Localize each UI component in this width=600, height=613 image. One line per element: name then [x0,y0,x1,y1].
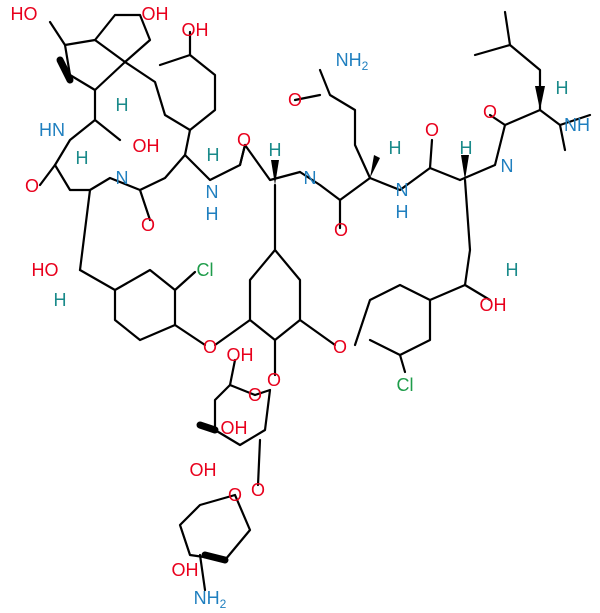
label-h-stereo-5: H [389,138,402,158]
stereo-wedge-layer [271,86,545,185]
label-nh-6: N [501,156,514,176]
left-chlorophenyl-ring [78,268,177,342]
stereo-wedge-glutamine [370,155,380,178]
label-o-ether-left: O [203,337,217,357]
atom-label-layer: HO OH OH HN H OH O H N O H N H O H N O N… [11,4,591,611]
sugar-2-ring [178,493,252,562]
label-nh-3: N [206,182,219,202]
label-cl-right: Cl [397,375,414,395]
cl-left-bond [173,270,197,292]
label-nh-5: N [396,180,409,200]
amide-co-6 [488,113,507,127]
label-h-stereo-3: H [207,145,220,165]
resorcinol-ring-lower-bonds [63,43,127,92]
label-h-stereo-1: H [116,95,129,115]
label-oh-top-ring: OH [182,20,209,40]
label-nh2-bottom: NH2 [194,588,227,611]
sugar-1-ring [213,383,272,447]
sugar-link-bond [256,438,262,487]
label-h-stereo-4: H [269,140,282,160]
resorcinol-bold-bond [56,56,74,84]
label-oh-acid: OH [133,136,160,156]
label-nh-methyl-h: H [577,115,590,135]
label-nh2-bottom-sub: 2 [220,597,227,611]
label-nh-2: N [116,168,129,188]
glutamine-side-chain [318,68,372,180]
sugar-1-ch2 [228,358,237,387]
label-o-amide-3: O [237,130,251,150]
ether-left-2 [213,318,252,347]
central-aryl-ring [248,183,302,342]
benzylic-chain-left [78,188,92,272]
label-h-benzylic-left: H [54,290,67,310]
benzylic-chain-right [428,178,472,302]
stereo-wedge-central [271,160,279,185]
label-o-amide-left: O [25,176,39,196]
leucine-backbone [458,108,592,182]
label-amine-top-main: NH [336,50,362,70]
label-o-ether-right: O [333,337,347,357]
label-o-amide-2: O [141,215,155,235]
label-nh-methyl: NH [564,115,590,135]
label-oh-sugar2: OH [172,560,199,580]
label-h-stereo-6: H [460,138,473,158]
label-oh-benzylic-right: OH [480,295,507,315]
leucine-side-chain [503,10,542,112]
label-o-amide-6: O [483,102,497,122]
label-o-amide-5: O [425,120,439,140]
ether-left-1 [173,323,207,347]
resorcinol-ring-bonds [48,13,152,64]
isobutyl-branch [473,43,512,57]
n-methyl-bond [558,123,567,152]
right-chlorophenyl-ring [353,283,432,357]
label-o-sugar-ring: O [248,385,262,405]
label-nh2-bottom-main: NH [194,588,220,608]
label-nh-3-h: H [206,204,219,224]
sugar-2-bold-bond [201,551,229,564]
label-h-stereo-7: H [556,78,569,98]
label-nh-macro-1: HN [39,120,65,140]
acid-bond [93,118,122,142]
label-o-sugar2-ring: O [228,485,242,505]
label-nh-5-h: H [396,202,409,222]
label-oh-sugar-2: OH [190,460,217,480]
ether-right-1 [298,318,337,347]
label-nh-methyl-n: N [564,115,577,135]
label-amine-top-sub: 2 [362,59,369,73]
label-oh-top-left: HO [11,4,38,24]
label-h-stereo-2: H [76,148,89,168]
label-ho-benzylic-left: HO [32,260,59,280]
label-cl-left: Cl [197,260,214,280]
label-o-glycoside: O [267,370,281,390]
center-chain-2 [298,166,462,202]
label-o-sugar-link: O [251,480,265,500]
sugar-1-bold-bond [196,421,219,434]
label-oh-sugar-1: OH [221,418,248,438]
sugar-2-amine [198,553,207,592]
label-h-benzylic-right: H [506,260,519,280]
label-nh-4: N [304,168,317,188]
stereo-wedge-leucine [535,86,545,110]
label-oh-top-mid: OH [142,4,169,24]
amide-co-5 [428,138,434,170]
stereo-wedge-right [461,155,469,180]
label-o-carbonyl-top: O [288,90,302,110]
label-amine-top: NH2 [336,50,369,73]
glutamine-co [293,93,322,102]
amide-co-2 [138,188,152,222]
label-oh-sugar-ch2: OH [227,345,254,365]
label-o-amide-4: O [334,220,348,240]
center-chain-1 [183,143,302,182]
biaryl-ring-bonds [123,53,217,132]
amide-co-3 [238,143,247,167]
benzylic-oh-right [463,283,492,302]
cl-right-bond [398,353,407,374]
amide-co-left [38,163,57,187]
